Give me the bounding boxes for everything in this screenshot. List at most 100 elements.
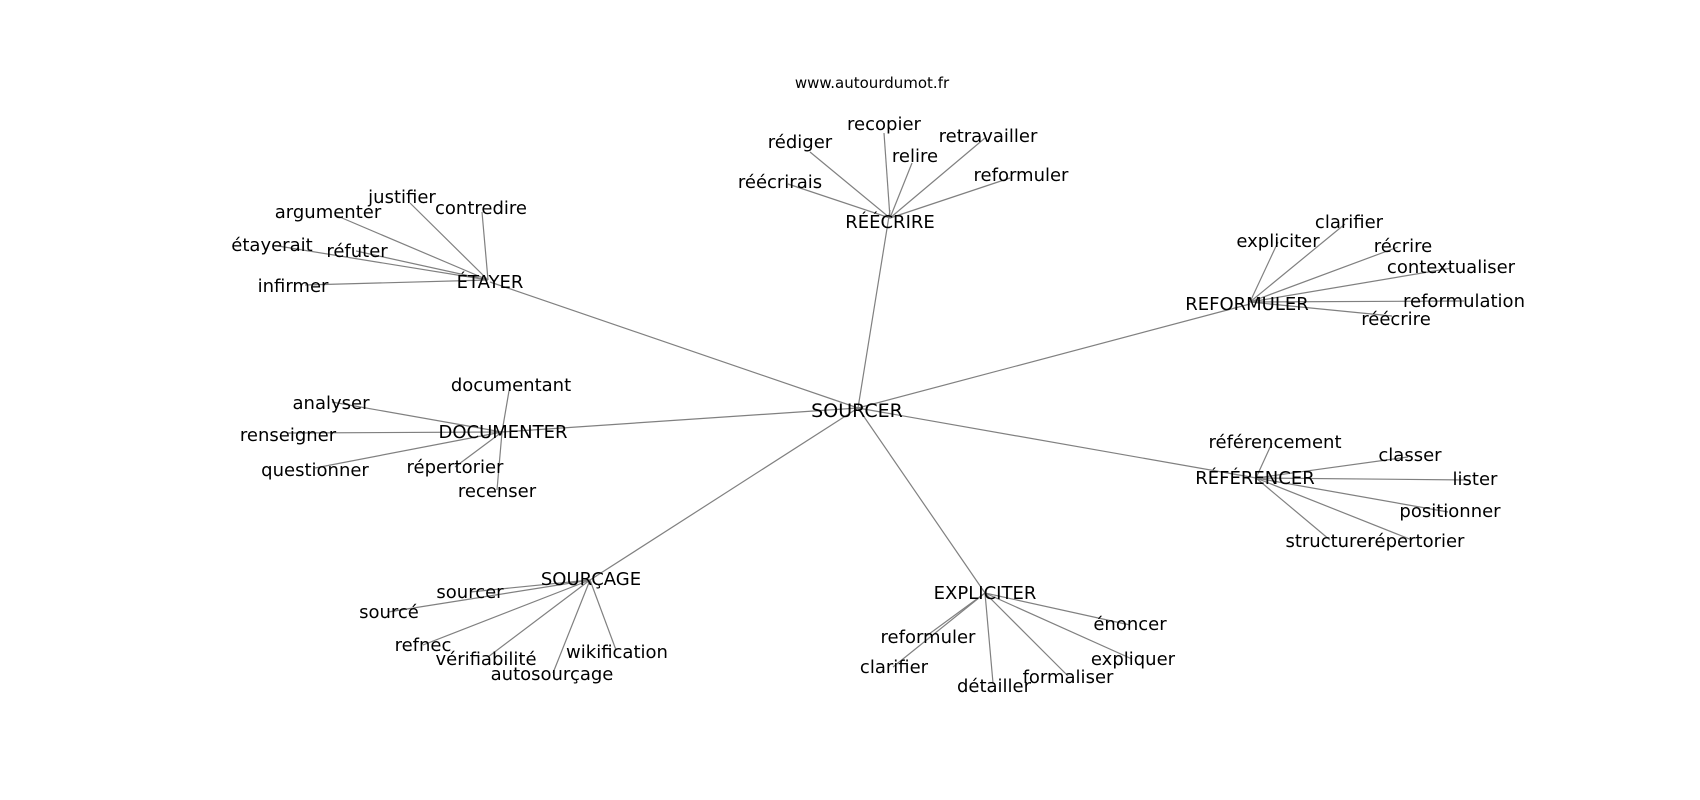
leaf-label: clarifier: [860, 657, 929, 678]
hub-label-etayer: ÉTAYER: [457, 271, 524, 293]
edge-documenter-recenser: [496, 431, 503, 491]
edge-reformuler-expliciter: [1249, 241, 1279, 303]
leaf-label: sourcé: [359, 602, 419, 623]
leaf-label: étayerait: [231, 235, 312, 256]
edge-referencer-positionner: [1255, 477, 1449, 513]
edge-etayer-etayerait: [277, 245, 489, 281]
edge-documenter-repertorier: [454, 431, 503, 468]
edge-etayer-contredire: [481, 211, 489, 281]
edge-reecrire-rediger: [809, 151, 891, 219]
edge-documenter-renseigner: [287, 431, 503, 434]
leaf-label: énoncer: [1093, 614, 1167, 635]
edge-reformuler-reecrire: [1249, 301, 1393, 317]
edge-sourcage-verifiabilite: [487, 579, 591, 658]
source-credit: www.autourdumot.fr: [795, 74, 950, 92]
leaf-label: récrire: [1374, 236, 1432, 257]
edge-expliciter-expliquer: [984, 592, 1133, 660]
edge-reformuler-contextualiser: [1249, 267, 1453, 303]
edge-referencer-lister: [1255, 477, 1471, 481]
edge-documenter-questionner: [314, 431, 503, 469]
leaf-label: réécrirais: [738, 172, 822, 193]
edges: [277, 132, 1471, 684]
leaf-label: justifier: [367, 187, 436, 208]
leaf-label: retravailler: [939, 126, 1038, 147]
edge-expliciter-formaliser: [984, 592, 1069, 677]
edge-referencer-repertorier: [1255, 477, 1413, 541]
edge-sourcage-wikification: [589, 579, 617, 651]
edge-reecrire-reecrirais: [787, 183, 891, 219]
leaf-label: autosourçage: [491, 664, 614, 685]
leaf-label: vérifiabilité: [435, 649, 536, 670]
edge-reformuler-clarifier: [1249, 223, 1346, 303]
leaf-label: wikification: [566, 642, 668, 663]
leaf-label: classer: [1378, 445, 1442, 466]
leaf-label: lister: [1453, 469, 1499, 490]
edge-reecrire-retravailler: [889, 137, 986, 219]
center-node-label: SOURCER: [811, 400, 903, 422]
hub-label-sourcage: SOURÇAGE: [541, 569, 641, 590]
leaf-label: réfuter: [326, 241, 388, 262]
edge-sourcage-autosourcage: [552, 579, 591, 674]
leaf-label: infirmer: [258, 276, 329, 297]
edge-expliciter-detailler: [984, 592, 994, 684]
hub-label-expliciter: EXPLICITER: [934, 583, 1037, 604]
edge-sourcage-source: [387, 579, 591, 613]
edge-sourcage-refnec: [422, 579, 591, 646]
leaf-label: questionner: [261, 460, 369, 481]
edge-referencer-classer: [1255, 456, 1409, 479]
edge-reformuler-reformulation: [1249, 300, 1465, 303]
leaf-label: reformuler: [974, 165, 1070, 186]
leaf-label: contextualiser: [1387, 257, 1516, 278]
hub-label-reecrire: RÉÉCRIRE: [845, 211, 935, 233]
leaf-label: référencement: [1208, 432, 1341, 453]
edge-reecrire-relire: [889, 162, 913, 219]
edge-center-etayer: [489, 281, 859, 409]
leaf-label: formaliser: [1023, 667, 1114, 688]
edge-etayer-refuter: [355, 250, 489, 281]
edge-reecrire-reformuler: [889, 177, 1011, 219]
leaf-label: reformuler: [881, 627, 977, 648]
edge-etayer-argumenter: [334, 214, 489, 281]
edge-center-sourcage: [589, 407, 859, 581]
edge-reecrire-recopier: [883, 132, 891, 219]
edge-documenter-documentant: [501, 384, 511, 433]
edge-center-expliciter: [857, 407, 986, 594]
leaf-label: réécrire: [1361, 309, 1431, 330]
leaf-label: recenser: [458, 481, 537, 502]
leaf-label: sourcer: [436, 582, 504, 603]
edge-center-referencer: [857, 407, 1257, 479]
edge-documenter-analyser: [331, 401, 503, 433]
leaf-label: répertorier: [407, 457, 505, 478]
edge-referencer-structurer: [1255, 477, 1331, 541]
edge-center-reecrire: [857, 209, 891, 409]
leaf-label: détailler: [957, 676, 1032, 697]
leaf-label: argumenter: [275, 202, 382, 223]
edge-referencer-referencement: [1255, 442, 1273, 479]
edge-center-reformuler: [857, 303, 1251, 409]
edge-expliciter-enoncer: [984, 592, 1131, 626]
edge-center-documenter: [501, 407, 859, 433]
leaf-label: recopier: [847, 114, 921, 135]
leaf-label: expliquer: [1091, 649, 1176, 670]
edge-expliciter-clarifier: [892, 592, 986, 668]
hub-label-documenter: DOCUMENTER: [438, 422, 567, 443]
leaf-label: rédiger: [768, 132, 833, 153]
leaf-label: reformulation: [1403, 291, 1525, 312]
leaf-label: documentant: [451, 375, 571, 396]
hub-label-reformuler: REFORMULER: [1185, 294, 1309, 315]
leaf-label: refnec: [395, 635, 452, 656]
leaf-label: contredire: [435, 198, 527, 219]
leaf-label: structurer: [1285, 531, 1375, 552]
labels: www.autourdumot.fr SOURCER RÉÉCRIRE ÉTAY…: [231, 74, 1525, 697]
edge-etayer-infirmer: [304, 279, 489, 286]
hub-label-referencer: RÉFÉRENCER: [1195, 467, 1314, 489]
leaf-label: renseigner: [240, 425, 337, 446]
leaf-label: relire: [892, 146, 938, 167]
leaf-label: clarifier: [1315, 212, 1384, 233]
edge-etayer-justifier: [409, 202, 489, 281]
leaf-label: répertorier: [1368, 531, 1466, 552]
leaf-label: analyser: [293, 393, 371, 414]
edge-sourcage-sourcer: [469, 579, 591, 593]
leaf-label: expliciter: [1236, 231, 1320, 252]
